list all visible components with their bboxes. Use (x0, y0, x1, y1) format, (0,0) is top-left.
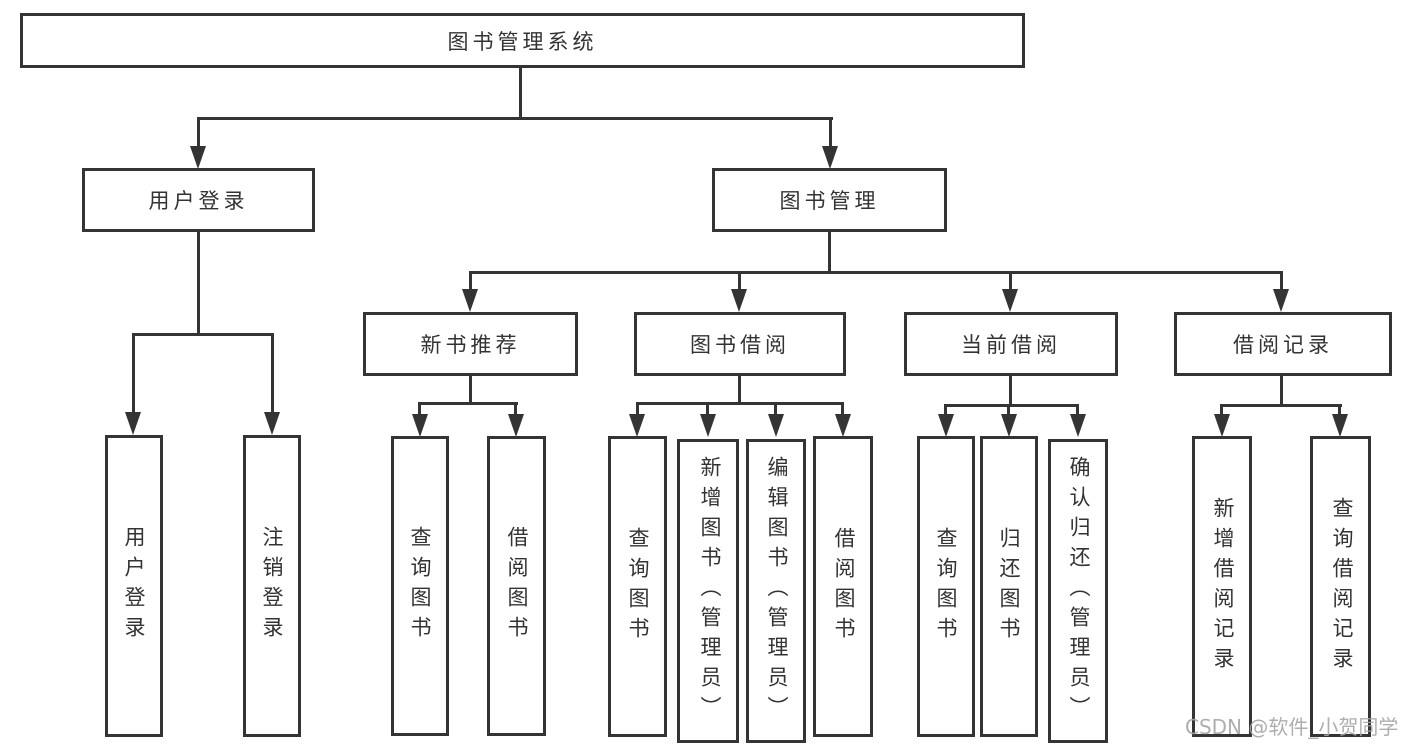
connector-line (197, 232, 200, 336)
connector-line (1280, 374, 1283, 407)
leaf-borrow-books-borrowing: 借阅图书 (813, 436, 873, 737)
connector-line (774, 402, 777, 415)
node-new-book-recommendation: 新书推荐 (363, 312, 578, 376)
connector-line (1280, 271, 1283, 290)
arrowhead-down-icon (822, 146, 838, 169)
connector-line (132, 333, 274, 336)
arrowhead-down-icon (412, 414, 428, 437)
connector-line (1220, 404, 1223, 415)
connector-line (1338, 404, 1341, 415)
node-borrowing-records: 借阅记录 (1174, 312, 1392, 376)
leaf-add-books-admin: 新增图书（管理员） (677, 439, 739, 743)
arrowhead-down-icon (462, 289, 478, 312)
leaf-query-books-recommend: 查询图书 (391, 436, 449, 736)
arrowhead-down-icon (700, 414, 716, 437)
connector-line (1220, 404, 1342, 407)
connector-line (636, 402, 639, 415)
connector-line (944, 404, 947, 415)
leaf-edit-books-admin: 编辑图书（管理员） (746, 439, 806, 743)
connector-line (1009, 374, 1012, 407)
connector-line (829, 117, 832, 147)
connector-line (514, 402, 517, 415)
arrowhead-down-icon (1214, 414, 1230, 437)
connector-line (469, 374, 472, 405)
arrowhead-down-icon (629, 414, 645, 437)
arrowhead-down-icon (1070, 414, 1086, 437)
leaf-add-borrow-record: 新增借阅记录 (1192, 436, 1252, 737)
arrowhead-down-icon (1002, 289, 1018, 312)
connector-line (841, 402, 844, 415)
leaf-query-books-current: 查询图书 (917, 436, 975, 737)
arrowhead-down-icon (190, 146, 206, 169)
arrowhead-down-icon (731, 289, 747, 312)
connector-line (469, 271, 1283, 274)
arrowhead-down-icon (768, 414, 784, 437)
connector-line (944, 404, 1079, 407)
node-current-borrowing: 当前借阅 (904, 312, 1118, 376)
connector-line (418, 402, 421, 415)
node-user-login: 用户登录 (82, 168, 315, 232)
arrowhead-down-icon (1273, 289, 1289, 312)
arrowhead-down-icon (1332, 414, 1348, 437)
connector-line (706, 402, 709, 415)
arrowhead-down-icon (264, 412, 280, 435)
connector-line (738, 374, 741, 405)
leaf-query-books-borrowing: 查询图书 (608, 436, 667, 737)
leaf-logout-login: 注销登录 (243, 435, 301, 737)
arrowhead-down-icon (508, 414, 524, 437)
node-library-management-system: 图书管理系统 (20, 13, 1025, 68)
leaf-return-books: 归还图书 (980, 436, 1038, 737)
leaf-query-borrow-record: 查询借阅记录 (1310, 436, 1371, 737)
connector-line (519, 66, 522, 120)
connector-line (132, 333, 135, 413)
connector-line (197, 117, 200, 147)
connector-line (1009, 271, 1012, 290)
watermark: CSDN @软件_小贺同学 (1185, 715, 1399, 739)
leaf-confirm-return-admin: 确认归还（管理员） (1048, 439, 1108, 743)
connector-line (271, 333, 274, 413)
leaf-borrow-books-recommend: 借阅图书 (487, 436, 546, 736)
arrowhead-down-icon (1001, 414, 1017, 437)
connector-line (738, 271, 741, 290)
arrowhead-down-icon (835, 414, 851, 437)
leaf-user-login: 用户登录 (105, 435, 163, 737)
arrowhead-down-icon (125, 412, 141, 435)
arrowhead-down-icon (938, 414, 954, 437)
connector-line (197, 117, 833, 120)
connector-line (828, 232, 831, 274)
node-book-management: 图书管理 (712, 168, 947, 232)
connector-line (1076, 404, 1079, 415)
connector-line (636, 402, 844, 405)
connector-line (469, 271, 472, 290)
connector-line (418, 402, 518, 405)
node-book-borrowing: 图书借阅 (634, 312, 846, 376)
connector-line (1007, 404, 1010, 415)
